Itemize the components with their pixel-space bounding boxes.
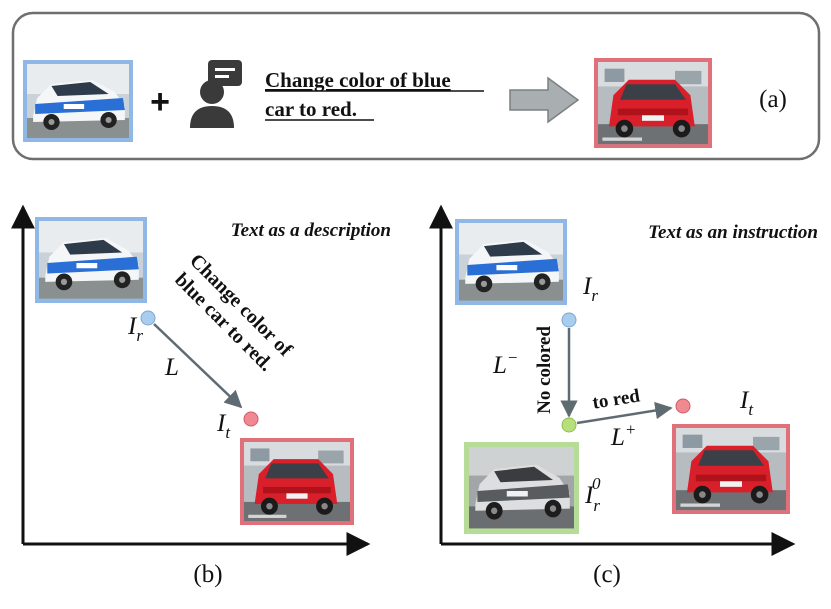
panel-b-l-arrow — [153, 323, 243, 409]
panel-c-it-label: It — [739, 387, 754, 419]
panel-c-lplus-arrow — [576, 401, 673, 425]
panel-c-arrow-text: to red — [591, 385, 642, 413]
plus-sign: + — [150, 83, 170, 121]
panel-b: Text as a description Ir L Change color … — [10, 204, 391, 588]
panel-b-l-label: L — [164, 354, 179, 381]
panel-c-vertical-text: No colored — [534, 326, 555, 414]
target-car-image — [594, 58, 712, 148]
panel-c-ir0-dot — [561, 417, 577, 433]
source-car-image — [23, 60, 133, 142]
panel-a: + Change color of blue car to red. (a) — [11, 11, 821, 161]
panel-b-label: (b) — [193, 561, 222, 588]
panel-c-ir-label: Ir — [582, 273, 598, 305]
panel-a-label: (a) — [759, 86, 787, 113]
panel-c-source-image — [455, 219, 567, 305]
panel-c-label: (c) — [593, 561, 621, 588]
panel-c-lplus-label: L+ — [610, 420, 636, 451]
panel-c-title: Text as an instruction — [648, 222, 818, 243]
panel-b-it-dot — [243, 411, 259, 427]
panel-c-ir-dot — [561, 312, 577, 328]
panel-b-source-image — [35, 217, 147, 303]
panel-b-target-image — [240, 438, 354, 525]
panel-c: Text as an instruction Ir No colored L− … — [429, 204, 818, 588]
panel-c-gray-image — [464, 442, 579, 534]
panel-b-ir-dot — [140, 310, 156, 326]
panel-b-it-label: It — [216, 410, 231, 442]
panel-b-ir-label: Ir — [127, 313, 143, 345]
panel-c-it-dot — [675, 398, 691, 414]
instruction-text-line2: car to red. — [265, 97, 357, 121]
panel-c-lminus-label: L− — [492, 348, 518, 379]
user-chat-icon — [190, 60, 242, 128]
panel-c-target-image — [672, 424, 790, 514]
panel-b-title: Text as a description — [231, 220, 391, 241]
instruction-text-line1: Change color of blue — [265, 68, 451, 92]
right-arrow-icon — [509, 76, 580, 124]
panel-c-ir0-label: Ir0 — [584, 474, 601, 515]
